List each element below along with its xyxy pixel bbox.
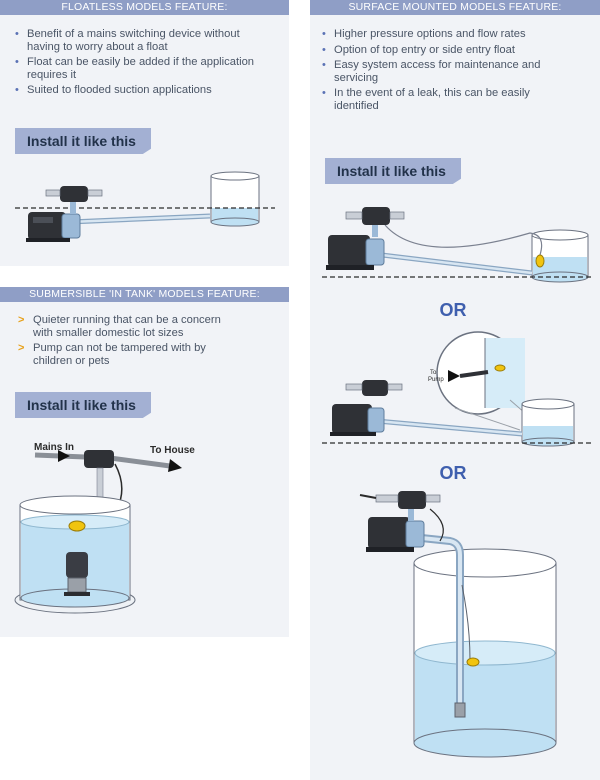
bullet-marker: •	[15, 56, 19, 68]
surface-install-label: Install it like this	[325, 158, 461, 184]
surface-side-entry-diagram: To Pump	[322, 331, 592, 447]
surface-above-tank-diagram	[359, 491, 557, 758]
floatless-header: FLOATLESS MODELS FEATURE:	[0, 0, 289, 15]
mains-in-label: Mains In	[34, 442, 74, 453]
bullet-marker: •	[322, 28, 326, 40]
or-label: OR	[439, 300, 467, 320]
svg-text:Pump: Pump	[428, 377, 444, 383]
bullet-marker: •	[15, 28, 19, 40]
list-item: •Float can be easily be added if the app…	[15, 56, 255, 81]
submersible-header: SUBMERSIBLE 'IN TANK' MODELS FEATURE:	[0, 287, 289, 302]
floatless-install-diagram	[15, 171, 275, 242]
surface-feature-list: •Higher pressure options and flow rates …	[322, 28, 564, 115]
bullet-marker: •	[322, 59, 326, 71]
list-item: •Benefit of a mains switching device wit…	[15, 28, 240, 53]
list-item: •Higher pressure options and flow rates	[322, 28, 526, 40]
bullet-marker: •	[322, 43, 326, 56]
floatless-install-label: Install it like this	[15, 128, 151, 154]
to-pump-label: To	[430, 370, 437, 376]
arrow-bullet-marker: >	[18, 314, 25, 326]
floatless-feature-list: •Benefit of a mains switching device wit…	[15, 28, 267, 100]
arrow-bullet-marker: >	[18, 342, 25, 354]
list-item: >Quieter running that can be a concern w…	[18, 314, 221, 339]
surface-top-entry-diagram	[322, 207, 592, 283]
or-label-2: OR	[439, 463, 467, 483]
bullet-marker: •	[15, 84, 19, 96]
to-house-label: To House	[150, 445, 195, 456]
list-item: •In the event of a leak, this can be eas…	[322, 87, 530, 112]
submersible-install-label: Install it like this	[15, 392, 151, 418]
submersible-install-diagram: Mains In To House	[14, 442, 195, 614]
surface-header: SURFACE MOUNTED MODELS FEATURE:	[310, 0, 600, 15]
submersible-panel: SUBMERSIBLE 'IN TANK' MODELS FEATURE: >Q…	[0, 287, 289, 637]
bullet-marker: •	[322, 87, 326, 99]
list-item: •Easy system access for maintenance and …	[322, 59, 541, 84]
list-item: •Suited to flooded suction applications	[15, 84, 212, 96]
floatless-panel: FLOATLESS MODELS FEATURE: •Benefit of a …	[0, 0, 289, 266]
submersible-feature-list: >Quieter running that can be a concern w…	[18, 314, 243, 370]
list-item: >Pump can not be tampered with by childr…	[18, 342, 206, 367]
surface-panel: SURFACE MOUNTED MODELS FEATURE: •Higher …	[310, 0, 600, 780]
list-item: •Option of top entry or side entry float	[322, 43, 515, 56]
